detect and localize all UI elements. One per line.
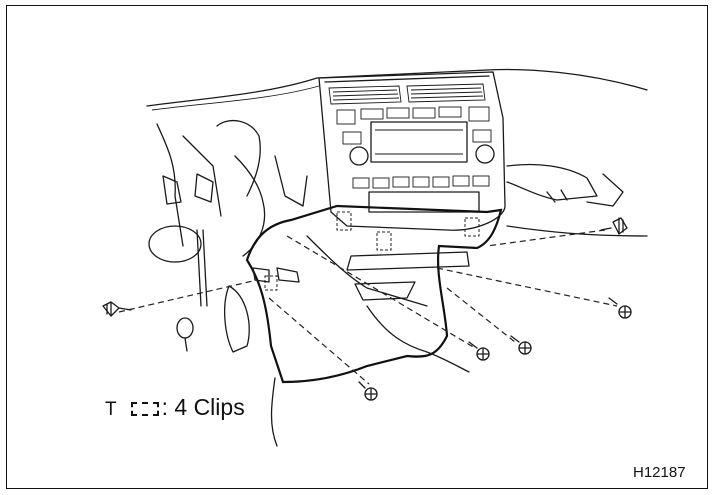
figure-reference-code: H12187 [633,464,686,481]
steering-column-area [148,119,308,353]
right-dash-section [506,163,648,237]
lower-button-row [352,175,490,189]
screw-icon [510,335,532,355]
radio-display [370,121,468,163]
dashed-rectangle-clip-icon [130,402,159,416]
upper-button-row [336,106,490,125]
screw-icon [358,381,378,401]
center-console-stack [318,71,506,231]
gear-knob [148,225,202,263]
clip-marker-4 [264,275,278,291]
left-knob [349,146,369,166]
clip-locations [264,211,480,291]
clip-marker-3 [464,217,480,237]
clip-marker-2 [376,231,392,251]
climate-panel [368,191,480,213]
right-knob [475,144,495,164]
legend-clip-count: : 4 Clips [161,394,245,420]
clip-legend: T : 4 Clips [105,394,245,421]
push-clip-icon [102,301,132,317]
lower-finish-panel [245,204,503,384]
dash-top-edge [146,68,648,107]
clip-marker-1 [336,211,352,231]
screw-icon [608,297,632,319]
diagram-frame: T : 4 Clips H12187 [6,5,708,489]
push-clip-icon [600,217,628,235]
air-vent-grilles [328,83,486,105]
fastener-paths [118,229,618,385]
brake-pedal [224,285,250,353]
screw-icon [468,341,490,361]
panel-lead-line [270,377,278,447]
dashboard-lower-panel-illustration [102,68,648,447]
legend-mark: T [105,399,117,420]
